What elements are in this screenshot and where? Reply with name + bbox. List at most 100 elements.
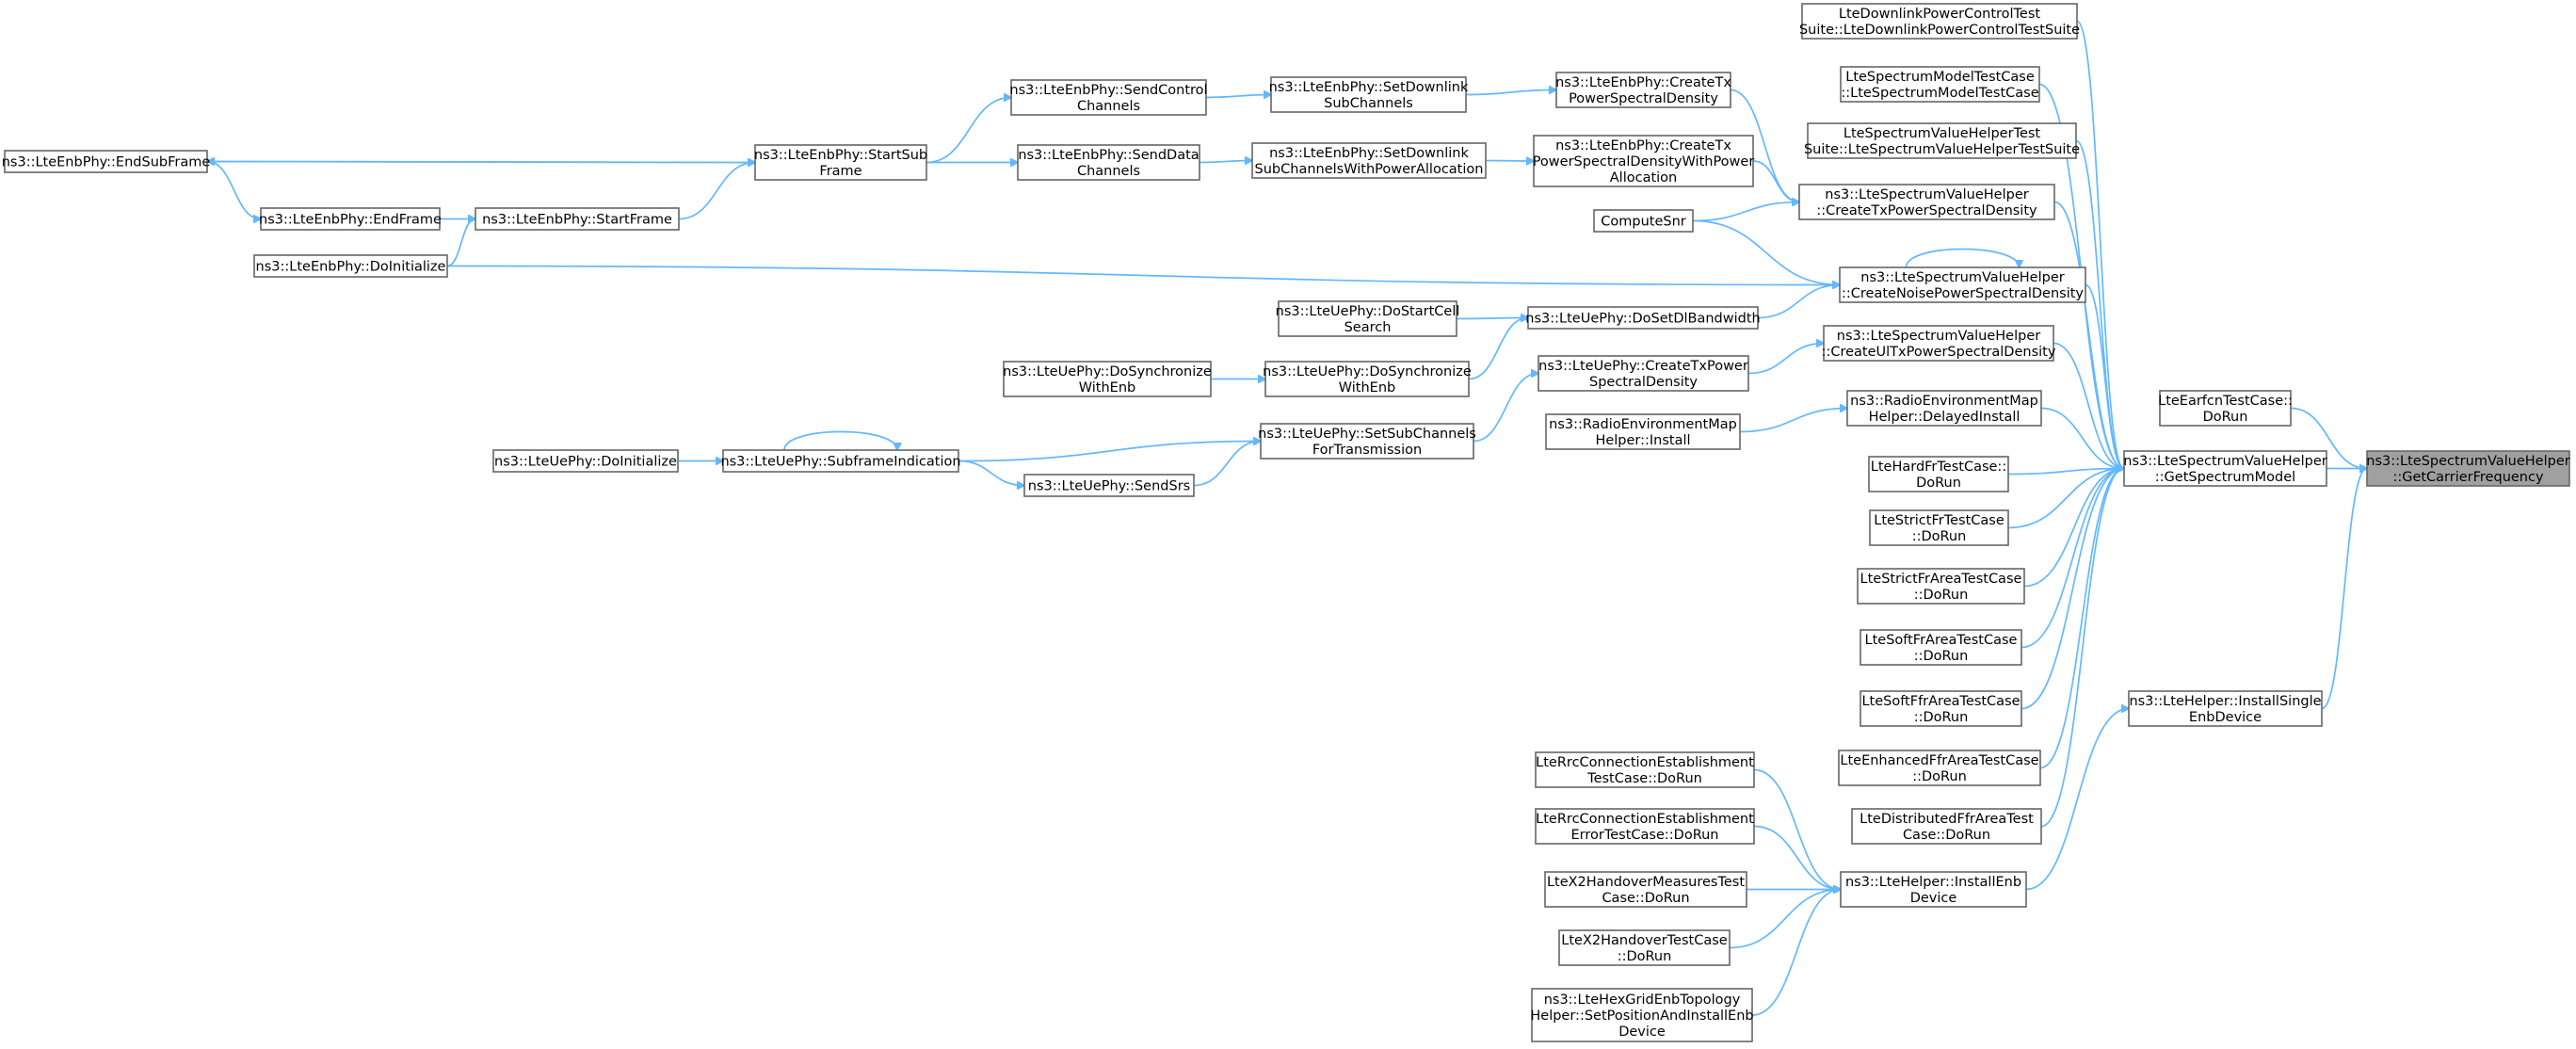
node-box: [1840, 66, 2040, 103]
node-box: [1807, 122, 2077, 159]
node-hardFrDoRun[interactable]: LteHardFrTestCase::DoRun: [1868, 456, 2009, 492]
edge-ueDoSetDlBandwidth-to-createNoisePsd: [1757, 285, 1840, 319]
node-label-line: Allocation: [1610, 170, 1677, 186]
node-label-line: LteX2HandoverTestCase: [1561, 933, 1727, 948]
node-hexGridSetPosition[interactable]: ns3::LteHexGridEnbTopologyHelper::SetPos…: [1530, 988, 1754, 1042]
edge-strictFrDoRun-to-getSpectrumModel: [2007, 469, 2124, 529]
node-label-line: Search: [1344, 320, 1392, 335]
node-ueSendSrs[interactable]: ns3::LteUePhy::SendSrs: [1023, 474, 1195, 497]
node-remDelayedInstall[interactable]: ns3::RadioEnvironmentMapHelper::DelayedI…: [1846, 390, 2042, 427]
node-box: [1023, 474, 1195, 497]
node-createTxPsdHelper[interactable]: ns3::LteSpectrumValueHelper::CreateTxPow…: [1798, 184, 2055, 220]
node-spectrumModelTestCase[interactable]: LteSpectrumModelTestCase::LteSpectrumMod…: [1840, 66, 2040, 103]
node-enhancedFfrAreaDoRun[interactable]: LteEnhancedFfrAreaTestCase::DoRun: [1838, 750, 2041, 786]
node-label-line: ns3::LteSpectrumValueHelper: [1825, 187, 2028, 202]
edge-ueSubframeIndication-to-ueSetSubChannels: [958, 442, 1261, 462]
node-label-line: EnbDevice: [2189, 710, 2262, 725]
node-strictFrAreaDoRun[interactable]: LteStrictFrAreaTestCase::DoRun: [1857, 568, 2025, 605]
node-softFfrAreaDoRun[interactable]: LteSoftFfrAreaTestCase::DoRun: [1860, 690, 2022, 727]
node-ueDoSetDlBandwidth[interactable]: ns3::LteUePhy::DoSetDlBandwidth: [1525, 306, 1761, 330]
node-createNoisePsd[interactable]: ns3::LteSpectrumValueHelper::CreateNoise…: [1839, 266, 2086, 303]
node-label-line: LteHardFrTestCase::: [1871, 460, 2006, 475]
node-label-line: PowerSpectralDensityWithPower: [1533, 154, 1755, 169]
node-ueDoInitialize[interactable]: ns3::LteUePhy::DoInitialize: [492, 449, 679, 473]
node-strictFrDoRun[interactable]: LteStrictFrTestCase::DoRun: [1869, 509, 2009, 546]
node-enbEndFrame[interactable]: ns3::LteEnbPhy::EndFrame: [259, 207, 442, 231]
node-label-line: ::DoRun: [1914, 649, 1969, 664]
edge-softFrAreaDoRun-to-getSpectrumModel: [2021, 469, 2124, 649]
node-label-line: ::DoRun: [1914, 588, 1969, 603]
node-box: [1838, 750, 2041, 786]
edge-rrcConnEstErrDoRun-to-installEnbDevice: [1753, 825, 1841, 890]
node-box: [1535, 751, 1755, 788]
node-label-line: ns3::LteUePhy::SetSubChannels: [1258, 427, 1476, 442]
node-label-line: ::CreateUlTxPowerSpectralDensity: [1822, 345, 2056, 360]
node-enbCreateTxPsd[interactable]: ns3::LteEnbPhy::CreateTxPowerSpectralDen…: [1555, 72, 1731, 108]
node-label-line: ns3::LteHexGridEnbTopology: [1544, 993, 1741, 1008]
node-box: [1531, 988, 1753, 1042]
node-ueSetSubChannels[interactable]: ns3::LteUePhy::SetSubChannelsForTransmis…: [1258, 423, 1476, 460]
node-dlPowerControlSuite[interactable]: LteDownlinkPowerControlTestSuite::LteDow…: [1799, 3, 2080, 40]
edge-remInstall-to-remDelayedInstall: [1739, 409, 1847, 433]
node-enbStartFrame[interactable]: ns3::LteEnbPhy::StartFrame: [475, 207, 680, 231]
node-label-line: ::CreateTxPowerSpectralDensity: [1816, 203, 2037, 218]
node-box: [253, 254, 448, 278]
node-label-line: ns3::LteUePhy::SubframeIndication: [720, 455, 960, 470]
edge-ueSubframeIndication-to-ueSendSrs: [958, 460, 1024, 486]
node-label-line: ns3::LteEnbPhy::StartFrame: [482, 213, 672, 228]
node-rrcConnEstDoRun[interactable]: LteRrcConnectionEstablishmentTestCase::D…: [1535, 751, 1755, 788]
node-label-line: ns3::LteUePhy::SendSrs: [1028, 479, 1190, 494]
node-label-line: TestCase::DoRun: [1586, 771, 1702, 786]
node-spectrumValueHelperSuite[interactable]: LteSpectrumValueHelperTestSuite::LteSpec…: [1804, 122, 2080, 159]
node-label-line: SubChannelsWithPowerAllocation: [1255, 162, 1484, 177]
edge-computeSnr-to-createNoisePsd: [1692, 219, 1840, 285]
node-enbSetDlSubChannelsPower[interactable]: ns3::LteEnbPhy::SetDownlinkSubChannelsWi…: [1251, 142, 1487, 179]
node-box: [2128, 690, 2323, 727]
node-box: [1003, 361, 1212, 397]
node-getCarrierFrequency[interactable]: ns3::LteSpectrumValueHelper::GetCarrierF…: [2366, 450, 2570, 487]
node-enbCreateTxPsdWithPower[interactable]: ns3::LteEnbPhy::CreateTxPowerSpectralDen…: [1533, 135, 1755, 187]
edge-enbSetDlSubChannelsPower-to-enbCreateTxPsdWithPower: [1485, 161, 1534, 162]
node-box: [1278, 300, 1457, 337]
edge-softFfrAreaDoRun-to-getSpectrumModel: [2021, 469, 2124, 710]
node-box: [1251, 142, 1487, 179]
node-label-line: Suite::LteSpectrumValueHelperTestSuite: [1804, 142, 2080, 157]
node-computeSnr[interactable]: ComputeSnr: [1593, 209, 1694, 233]
node-label-line: ns3::LteEnbPhy::DoInitialize: [256, 260, 446, 275]
node-rrcConnEstErrDoRun[interactable]: LteRrcConnectionEstablishmentErrorTestCa…: [1535, 808, 1755, 845]
edge-ueSendSrs-to-ueSetSubChannels: [1193, 442, 1261, 487]
node-label-line: ns3::LteEnbPhy::EndSubFrame: [2, 155, 211, 170]
node-label-line: Helper::SetPositionAndInstallEnb: [1530, 1009, 1753, 1024]
node-x2HandoverDoRun[interactable]: LteX2HandoverTestCase::DoRun: [1558, 929, 1731, 966]
edge-installSingleEnb-to-getCarrierFrequency: [2321, 469, 2367, 710]
node-label-line: ns3::LteEnbPhy::SendData: [1018, 148, 1199, 163]
node-label-line: Suite::LteDownlinkPowerControlTestSuite: [1799, 23, 2080, 38]
node-enbEndSubFrame[interactable]: ns3::LteEnbPhy::EndSubFrame: [2, 150, 211, 173]
node-softFrAreaDoRun[interactable]: LteSoftFrAreaTestCase::DoRun: [1860, 629, 2022, 666]
node-ueSubframeIndication[interactable]: ns3::LteUePhy::SubframeIndication: [720, 449, 961, 473]
node-ueCreateTxPsd[interactable]: ns3::LteUePhy::CreateTxPowerSpectralDens…: [1538, 355, 1749, 392]
node-label-line: ::GetSpectrumModel: [2155, 470, 2295, 485]
node-enbDoInitialize[interactable]: ns3::LteEnbPhy::DoInitialize: [253, 254, 448, 278]
node-box: [1538, 355, 1749, 392]
node-box: [1558, 929, 1731, 966]
node-getSpectrumModel[interactable]: ns3::LteSpectrumValueHelper::GetSpectrum…: [2123, 450, 2327, 487]
edge-enbStartSubFrame-to-enbSendControlChannels: [926, 98, 1011, 164]
edge-remDelayedInstall-to-getSpectrumModel: [2040, 407, 2124, 469]
node-label-line: SubChannels: [1324, 96, 1413, 111]
node-label-line: ns3::LteSpectrumValueHelper: [1860, 270, 2064, 285]
node-createUlTxPsd[interactable]: ns3::LteSpectrumValueHelper::CreateUlTxP…: [1822, 325, 2056, 362]
node-earfcnDoRun[interactable]: LteEarfcnTestCase::DoRun: [2158, 390, 2293, 427]
